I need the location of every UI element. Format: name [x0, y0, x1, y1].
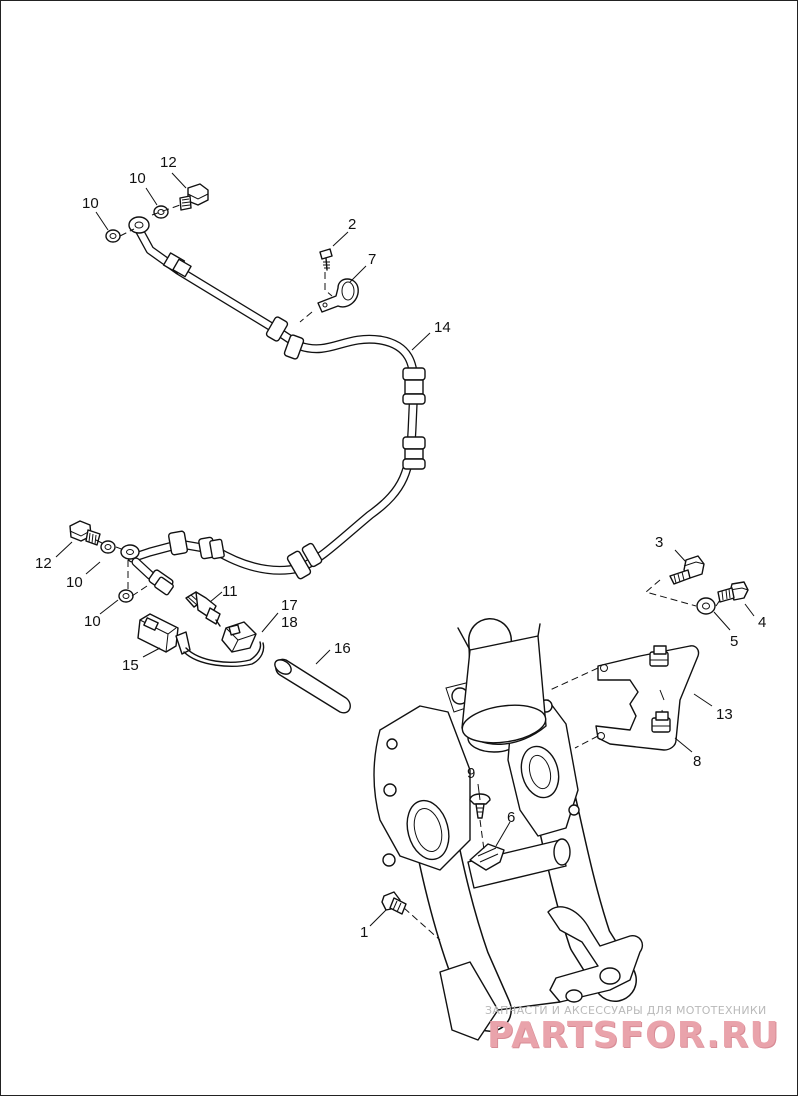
- washer-five: [696, 597, 716, 615]
- callout-10-upper-b: 10: [82, 195, 99, 212]
- mounting-bracket: [595, 645, 700, 751]
- callout-14: 14: [434, 319, 451, 336]
- frame-screw: [381, 891, 407, 915]
- motorcycle-frame: [373, 618, 644, 1041]
- upper-banjo-fitting: [128, 216, 150, 234]
- hose-grommet: [402, 367, 426, 381]
- hose-grommet: [265, 316, 289, 342]
- callout-3: 3: [655, 534, 663, 551]
- hose-grommet: [402, 436, 426, 450]
- callout-11: 11: [222, 583, 238, 600]
- brake-light-switch: [185, 591, 221, 627]
- hose-grommet: [283, 334, 305, 360]
- washer-lower-a: [100, 540, 116, 554]
- washer-upper-b: [105, 229, 121, 243]
- frame-cross-tube: [467, 839, 567, 889]
- switch-wiring-harness: [137, 613, 265, 667]
- callout-5: 5: [730, 633, 738, 650]
- callout-9: 9: [467, 765, 475, 782]
- callout-13: 13: [716, 706, 733, 723]
- callout-labels: 12 10 10 2 7 14 12 10 10 11 17 18 15 16 …: [35, 154, 766, 941]
- washer-lower-b: [118, 589, 134, 603]
- bolt-three: [669, 555, 705, 585]
- watermark-logo: PARTSFOR.RU: [487, 1015, 780, 1056]
- callout-2: 2: [348, 216, 356, 233]
- hose-clip-lower: [651, 711, 671, 733]
- callout-16: 16: [334, 640, 351, 657]
- callout-7: 7: [368, 251, 376, 268]
- callout-4: 4: [758, 614, 766, 631]
- hose-clamp: [317, 278, 359, 313]
- callout-1: 1: [360, 924, 368, 941]
- callout-18: 18: [281, 614, 298, 631]
- hose-grommet: [286, 550, 312, 580]
- callout-17: 17: [281, 597, 298, 614]
- hose-junction: [167, 530, 189, 556]
- wire-clip: [469, 843, 505, 871]
- callout-6: 6: [507, 809, 515, 826]
- banjo-bolt-upper: [179, 183, 209, 211]
- callout-10-lower-b: 10: [84, 613, 101, 630]
- banjo-bolt-lower: [69, 520, 101, 546]
- brake-hose-assembly: [120, 216, 426, 596]
- callout-10-lower-a: 10: [66, 574, 83, 591]
- screw-four: [717, 581, 749, 603]
- callout-leaders: [55, 172, 755, 927]
- callout-12-lower: 12: [35, 555, 52, 572]
- callout-12-upper: 12: [160, 154, 177, 171]
- callout-10-upper-a: 10: [129, 170, 146, 187]
- clamp-screw: [319, 248, 333, 271]
- lower-banjo-fitting: [120, 544, 140, 560]
- washer-upper-a: [153, 205, 169, 219]
- callout-15: 15: [122, 657, 139, 674]
- callout-8: 8: [693, 753, 701, 770]
- watermark-caption: ЗАПЧАСТИ И АКСЕССУАРЫ ДЛЯ МОТОТЕХНИКИ: [485, 1004, 767, 1017]
- hose-clip-upper: [649, 645, 669, 667]
- assembly-guide-lines: [95, 204, 721, 941]
- protective-sleeve: [274, 658, 351, 714]
